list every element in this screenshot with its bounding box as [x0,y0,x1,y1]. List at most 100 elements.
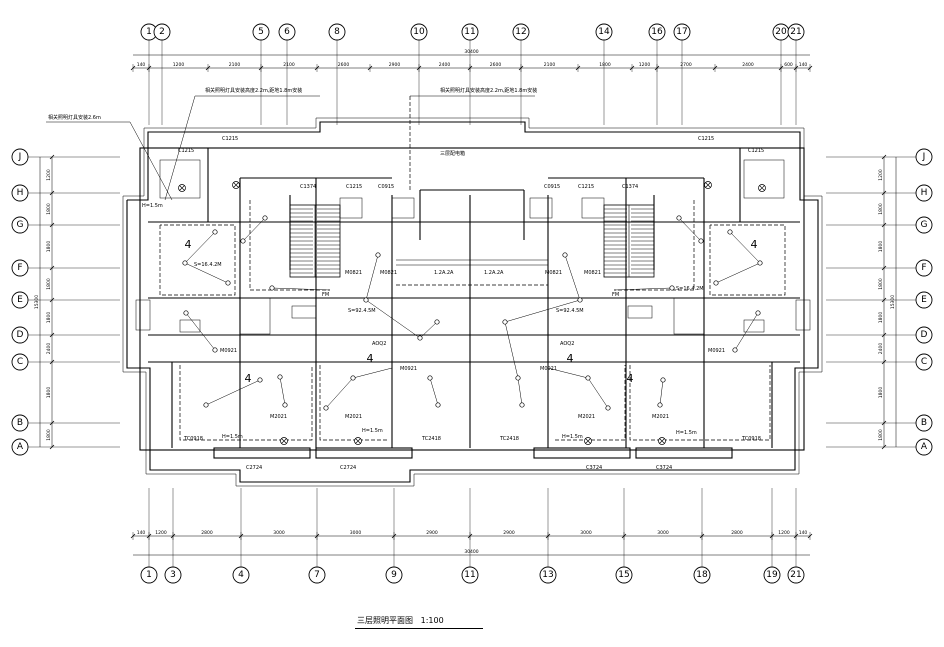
fixture-point [577,297,583,303]
door-m2021-1: M2021 [270,414,287,420]
door-c1215-left2: C1215 [178,148,194,154]
svg-text:1: 1 [146,27,152,37]
lamp-symbol [178,184,186,192]
svg-text:20: 20 [775,27,787,37]
left-axis-G: G [11,216,29,234]
lamp-symbol [758,184,766,192]
top-axis-16: 16 [648,23,666,41]
top-dimension-seg: 1200 [639,62,651,68]
wiring-dashed [159,96,786,441]
win-tc2418-left: TC2418 [421,436,441,442]
note-top-center: 相关照明灯具安装高度2.2m,距地1.8m安装 [440,87,537,94]
svg-text:5: 5 [258,27,264,37]
right-dimension-seg: 1800 [878,203,884,215]
fixture-point [502,319,508,325]
svg-text:4: 4 [238,570,244,580]
right-dimension-seg: 1800 [878,312,884,324]
bottom-axis-3: 3 [164,566,182,584]
fixture-point [562,252,568,258]
top-axis-10: 10 [410,23,428,41]
svg-text:F: F [17,263,22,273]
bottom-dimension-seg: 2900 [503,530,515,536]
svg-text:J: J [922,152,926,162]
bottom-dimension-seg: 3000 [580,530,592,536]
room-number: 4 [627,372,634,385]
svg-text:E: E [17,295,23,305]
right-axis-E: E [915,291,933,309]
top-axis-17: 17 [673,23,691,41]
win-c1215-right3: C1215 [578,184,594,190]
svg-text:14: 14 [598,27,610,37]
fixture-point [212,229,218,235]
door-m0821-2: M0821 [380,270,397,276]
fixture-point [225,280,231,286]
area-center-right: S=92.4.5M [556,308,584,314]
room-number: 4 [751,238,758,251]
interior-walls [148,148,800,459]
door-m2021-2: M2021 [345,414,362,420]
svg-text:G: G [17,220,24,230]
height-far-left: H=1.5m [142,203,163,209]
stair-left [289,204,341,278]
svg-text:21: 21 [790,570,801,580]
fixture-point [282,402,288,408]
bottom-axis-15: 15 [615,566,633,584]
room-number: 4 [367,352,374,365]
left-axis-C: C [11,353,29,371]
svg-text:D: D [17,330,24,340]
svg-text:H: H [921,188,928,198]
fixture-point [323,405,329,411]
drawing-scale: 1:100 [420,616,444,625]
right-dimension-total: 15300 [890,295,896,309]
left-axis-F: F [11,259,29,277]
fixture-point [585,375,591,381]
fixture-point [182,260,188,266]
win-c1374-right: C1374 [622,184,638,190]
top-axis-6: 6 [278,23,296,41]
lamp-symbol [704,181,712,189]
left-axis-B: B [11,414,29,432]
room-number: 4 [185,238,192,251]
bottom-dimension-seg: 3000 [350,530,362,536]
svg-text:11: 11 [464,27,475,37]
fixture-point [435,402,441,408]
left-dimension-seg: 1800 [46,429,52,441]
left-dimension-seg: 1800 [46,387,52,399]
room-number: 4 [567,352,574,365]
drawing-title: 三层照明平面图 1:100 [357,615,444,626]
svg-text:18: 18 [696,570,708,580]
lamp-symbol [658,437,666,445]
svg-text:H: H [17,188,24,198]
left-dimension-total: 15300 [34,295,40,309]
fixture-point [257,377,263,383]
svg-text:B: B [921,418,927,428]
stair-right [603,204,655,278]
height-center-right: H=1.5m [562,434,583,440]
win-c2724-left2: C2724 [340,465,356,471]
top-axis-2: 2 [153,23,171,41]
fixture-point [269,285,275,291]
fixture-point [757,260,763,266]
top-dimension-seg: 600 [784,62,793,68]
top-dimension-seg: 1200 [173,62,185,68]
svg-text:15: 15 [618,570,629,580]
top-axis-11: 11 [461,23,479,41]
bottom-axis-19: 19 [763,566,781,584]
left-axis-D: D [11,326,29,344]
win-c3724-right2: C3724 [656,465,672,471]
right-dimension-seg: 1200 [878,169,884,181]
bottom-axis-13: 13 [539,566,557,584]
svg-text:A: A [921,442,928,452]
top-dimension-seg: 2600 [490,62,502,68]
right-axis-D: D [915,326,933,344]
fixture-point [262,215,268,221]
fixture-point [515,375,521,381]
svg-text:C: C [17,357,23,367]
right-dimension-seg: 1800 [878,429,884,441]
door-c1215-right2: C1215 [748,148,764,154]
annotations: 相关照明灯具安装高度2.2m,距地1.8m安装 相关照明灯具安装高度2.2m,距… [46,87,764,471]
bottom-dimension-seg: 1200 [778,530,790,536]
corridor-right: 1.2A.2A [484,270,504,276]
